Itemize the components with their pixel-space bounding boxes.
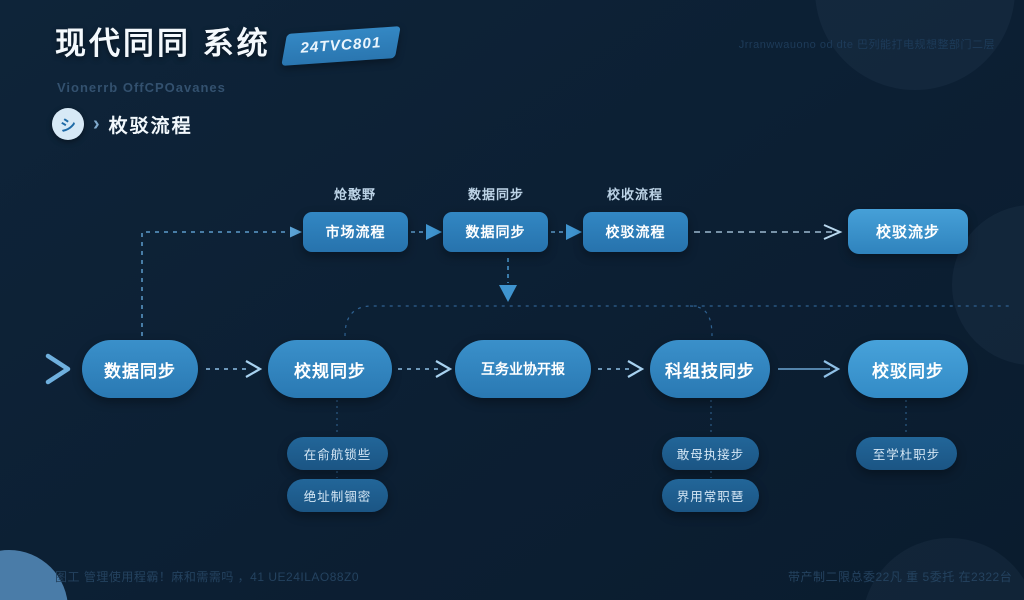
chevron-entry-icon [45,353,71,385]
sub-node-1b: 绝址制锢密 [287,479,388,512]
page-title: 现代同同 系统 [55,26,271,61]
arrowhead-top-2 [566,224,582,240]
connector-loop-left [141,231,288,336]
sub-node-2b: 界用常职琶 [662,479,759,512]
top-flow-label-1: 炝憨野 [333,187,376,202]
chevron-right-icon: › [93,113,100,135]
footer-left-text: 图工 管理使用程霸！麻和需需吗 ，41 UE24ILAO88Z0 [55,570,360,584]
top-flow-node-1: 市场流程 [303,212,408,252]
top-flow-end-node: 校驳流步 [848,209,968,254]
sub-node-1a: 在俞航锁些 [287,437,388,470]
main-flow-node-5: 校驳同步 [848,340,968,398]
header: 现代同同 系统 24TVC801 [55,26,401,66]
sub-node-2a: 敢母执接步 [662,437,759,470]
title-badge: 24TVC801 [280,26,401,66]
main-flow-node-1: 数据同步 [82,340,198,398]
main-flow-node-3: 互务业协开报 [455,340,591,398]
arrowhead-main-2 [435,360,453,378]
section-title: 枚驳流程 [108,115,193,137]
main-flow-node-2: 校规同步 [268,340,392,398]
top-flow-node-2: 数据同步 [443,212,548,252]
arrowhead-main-1 [245,360,263,378]
title-badge-text: 24TVC801 [299,34,382,57]
arrowhead-top-long [823,224,843,240]
watermark-top-right: Jrranwwauono od dte 巴列能打电规想整部门二层 [738,39,995,51]
arrowhead-main-3 [627,360,645,378]
top-flow-label-3: 校收流程 [606,187,663,202]
section-icon-glyph: シ [59,118,76,135]
arrowhead-main-4 [823,360,841,378]
arrowhead-down [499,285,517,302]
arrowhead-into-top-box1 [290,226,302,238]
section-header: シ › 枚驳流程 [52,108,193,140]
section-badge-icon: シ [52,108,84,140]
footer-right-text: 带产制二限总委22凡 重 5委托 在2322台 [788,570,1013,584]
sub-node-3a: 至学杜职步 [856,437,957,470]
connector-curve-long [344,305,1010,337]
top-flow-label-2: 数据同步 [467,187,524,202]
top-flow-node-3: 校驳流程 [583,212,688,252]
arrowhead-top-1 [426,224,442,240]
subtitle: Vionerrb OffCPOavanes [57,80,226,95]
main-flow-node-4: 科组技同步 [650,340,770,398]
connector-curve-drop [689,305,713,337]
